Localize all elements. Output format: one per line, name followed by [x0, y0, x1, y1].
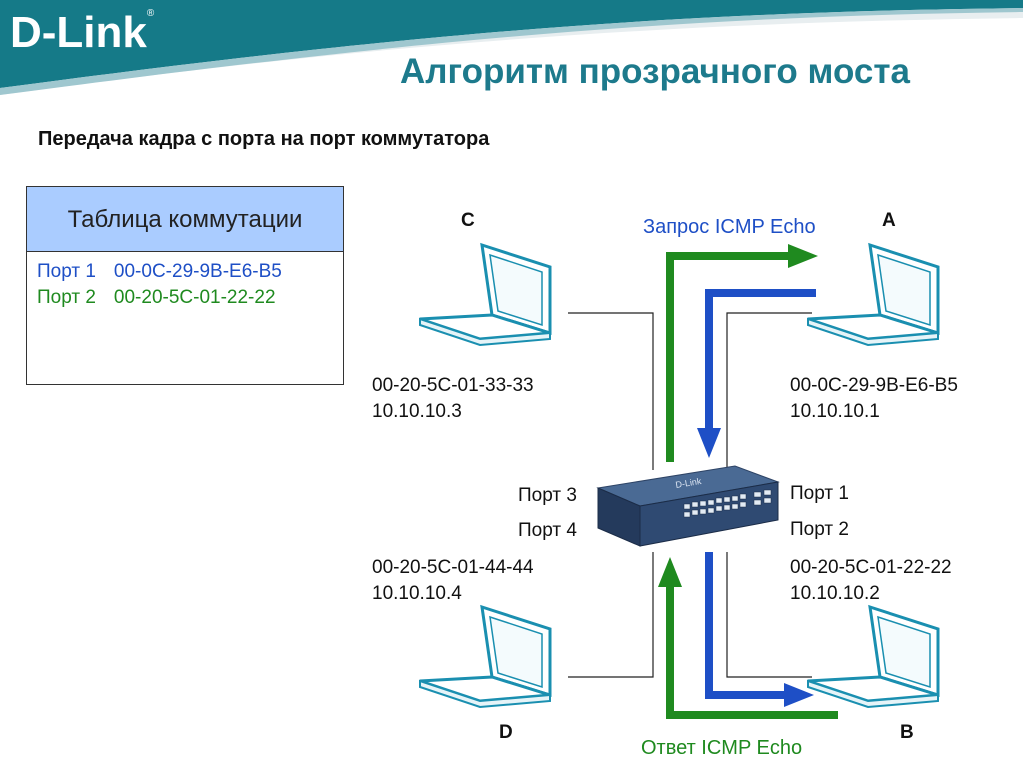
- table-row-port: Порт 1: [37, 261, 96, 282]
- page-subtitle: Передача кадра с порта на порт коммутато…: [38, 128, 490, 150]
- logo-text: D-Link: [10, 8, 147, 57]
- header-band: [0, 0, 1023, 95]
- node-b-mac: 00-20-5C-01-22-22: [790, 557, 952, 578]
- node-d-ip: 10.10.10.4: [372, 583, 462, 604]
- node-b-ip: 10.10.10.2: [790, 583, 880, 604]
- page-title: Алгоритм прозрачного моста: [400, 52, 910, 91]
- port2-label: Порт 2: [790, 519, 849, 540]
- table-row-mac: 00-20-5C-01-22-22: [113, 287, 276, 308]
- link-c: [568, 312, 654, 470]
- table-row-port2: Порт 2 00-20-5C-01-22-22: [37, 287, 276, 309]
- node-a-ip: 10.10.10.1: [790, 401, 880, 422]
- connection-lines: [568, 312, 812, 678]
- table-row-mac: 00-0C-29-9B-E6-B5: [113, 261, 282, 282]
- laptop-a-icon: [806, 243, 940, 347]
- port1-label: Порт 1: [790, 483, 849, 504]
- link-a: [726, 312, 812, 470]
- node-c-mac: 00-20-5C-01-33-33: [372, 375, 534, 396]
- request-label: Запрос ICMP Echo: [643, 216, 816, 238]
- reply-arrow: [658, 557, 838, 719]
- node-a-letter: A: [882, 210, 896, 231]
- switching-table-header: Таблица коммутации: [27, 187, 343, 252]
- node-d-mac: 00-20-5C-01-44-44: [372, 557, 534, 578]
- node-c-ip: 10.10.10.3: [372, 401, 462, 422]
- switch-brand-label: D-Link: [675, 476, 703, 490]
- logo-registered-mark: ®: [146, 8, 155, 19]
- node-d-letter: D: [499, 722, 513, 743]
- switching-table: Таблица коммутации Порт 1 00-0C-29-9B-E6-…: [26, 186, 344, 385]
- node-c-letter: C: [461, 210, 475, 231]
- node-a-mac: 00-0C-29-9B-E6-B5: [790, 375, 958, 396]
- forward-arrow-b: [705, 552, 814, 707]
- request-arrow: [666, 244, 818, 462]
- forward-arrow-a: [697, 289, 816, 458]
- table-row-port: Порт 2: [37, 287, 96, 308]
- table-row-port1: Порт 1 00-0C-29-9B-E6-B5: [37, 261, 282, 283]
- switch-icon: D-Link: [596, 465, 780, 547]
- port3-label: Порт 3: [518, 485, 577, 506]
- dlink-logo: D-Link®: [10, 8, 154, 58]
- link-b: [726, 552, 812, 678]
- link-d: [568, 552, 654, 678]
- reply-label: Ответ ICMP Echo: [641, 737, 803, 759]
- node-b-letter: B: [900, 722, 914, 743]
- switch-ports-icon: [683, 489, 772, 518]
- laptop-c-icon: [418, 243, 552, 347]
- laptop-b-icon: [806, 605, 940, 709]
- laptop-d-icon: [418, 605, 552, 709]
- port4-label: Порт 4: [518, 520, 577, 541]
